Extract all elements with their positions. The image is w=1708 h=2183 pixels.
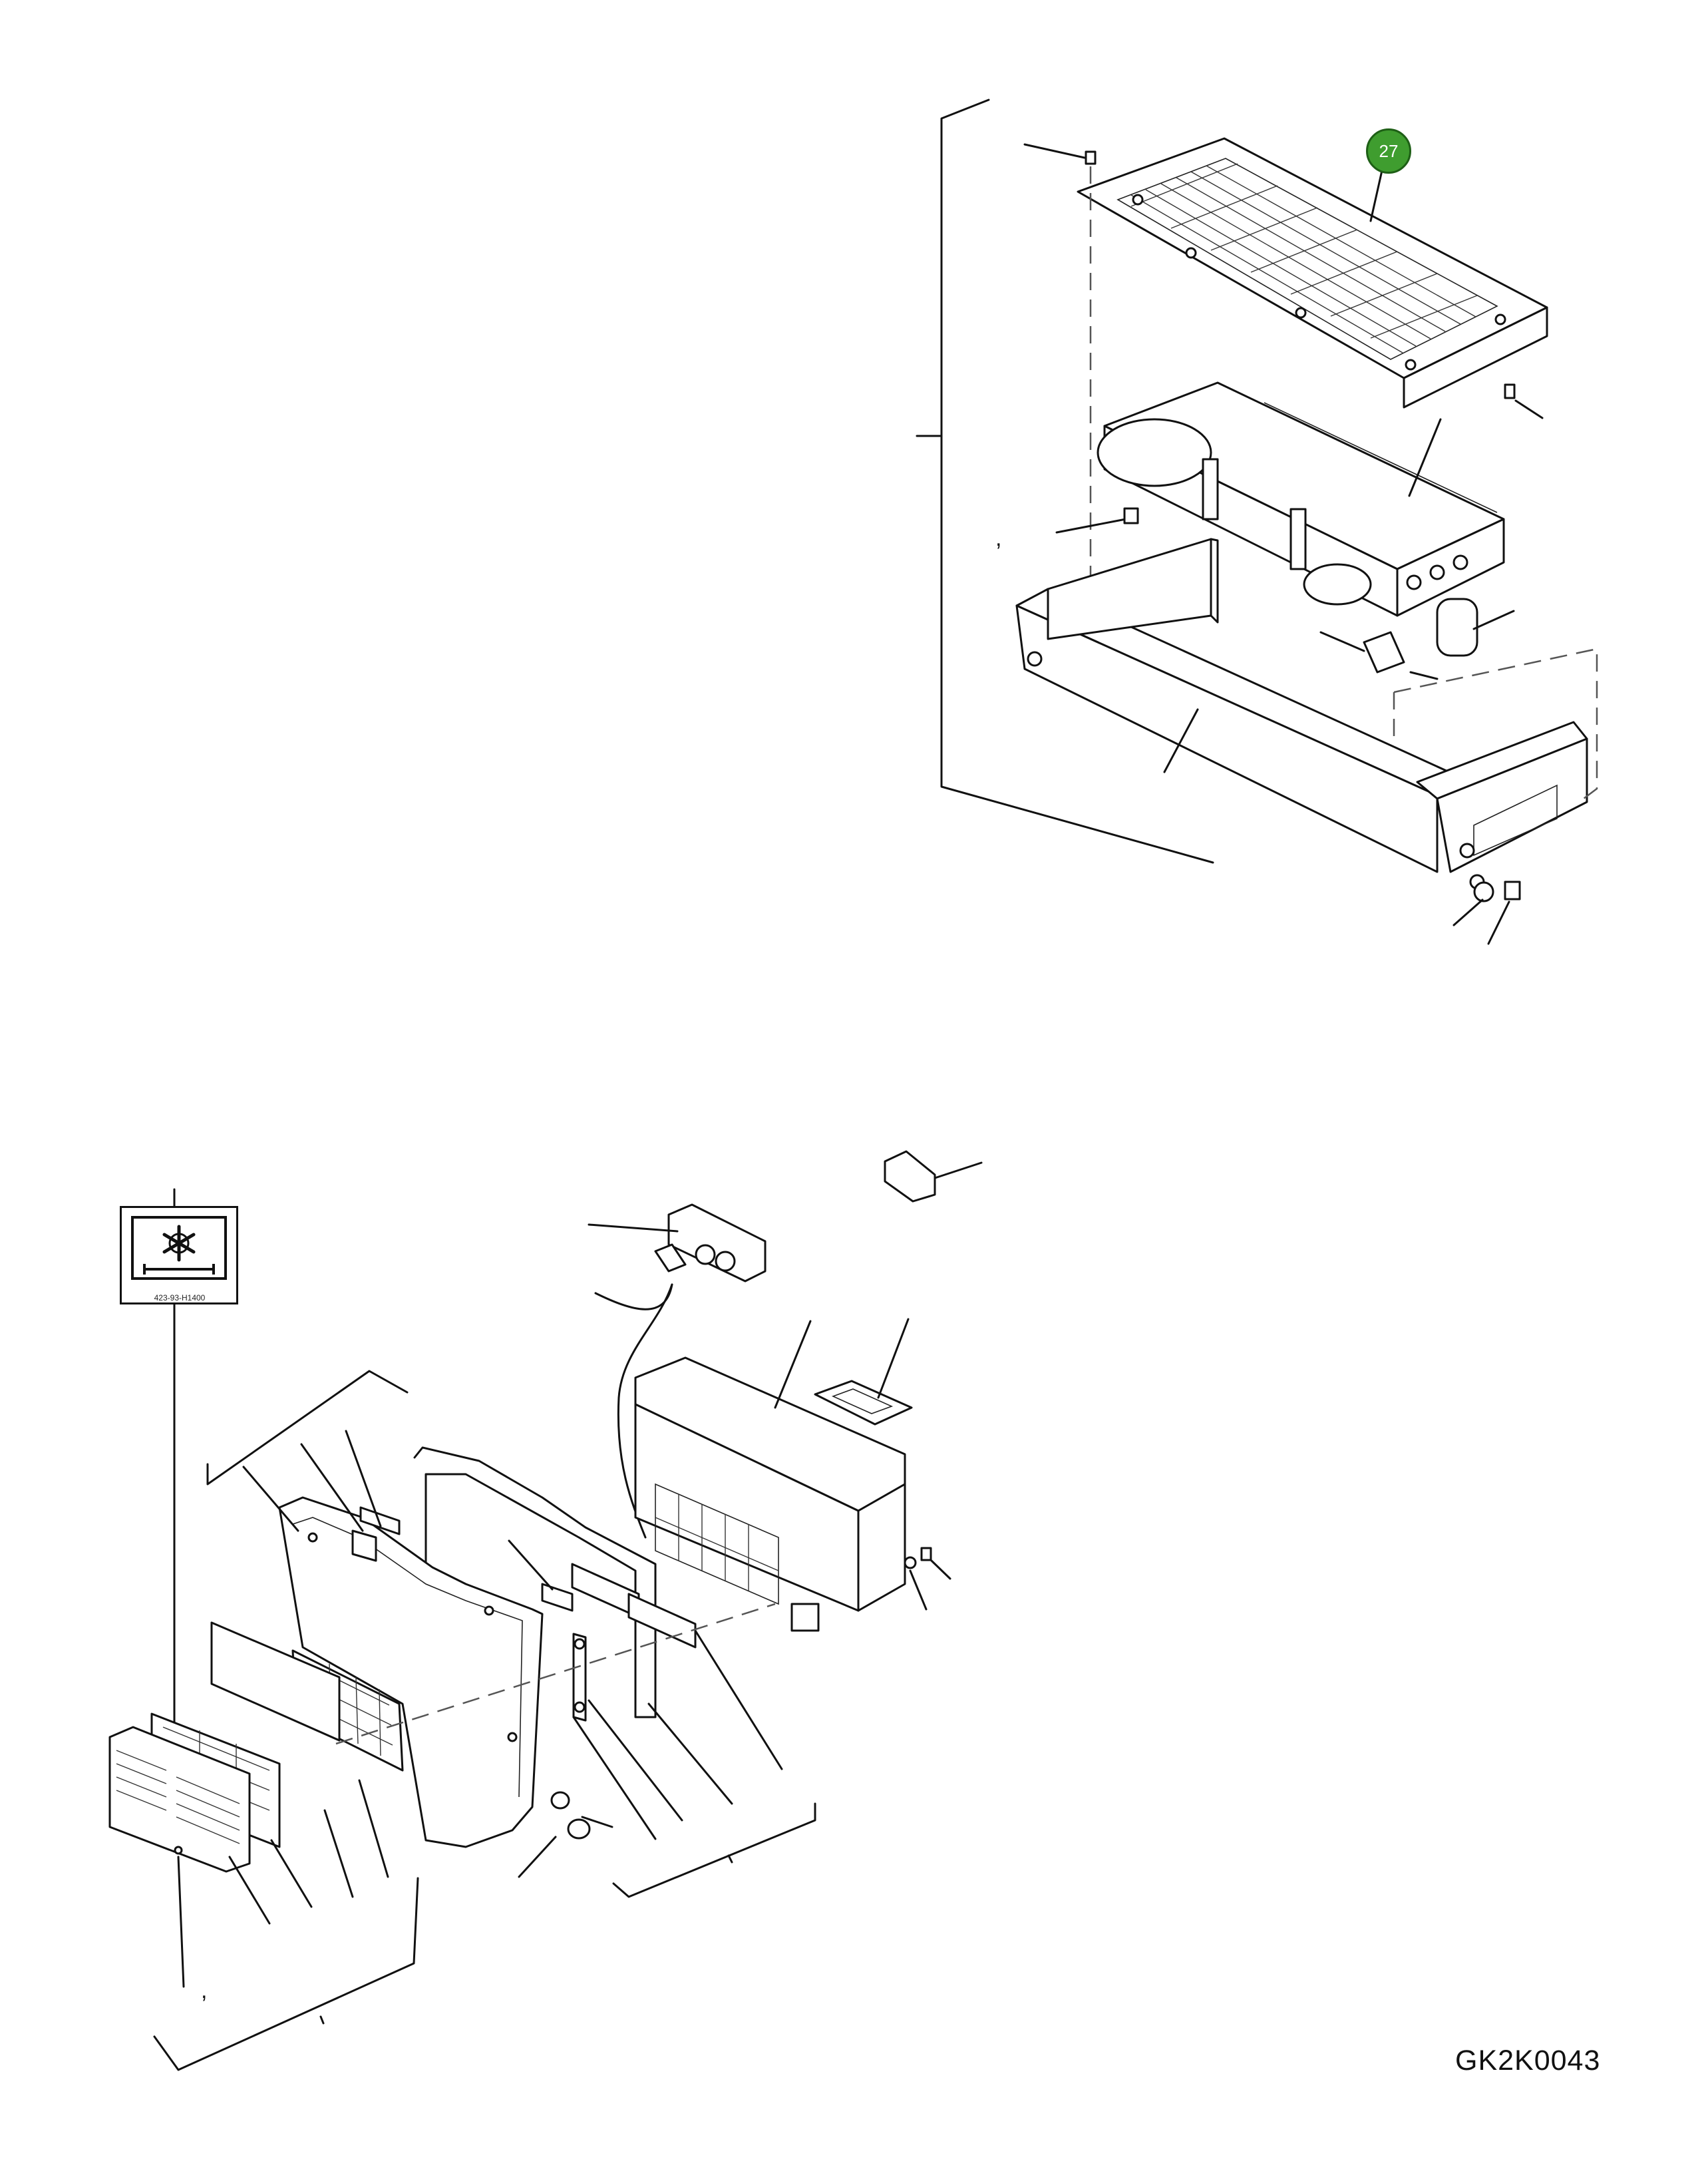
separator-mark-lower: ,	[201, 1978, 208, 2003]
evaporator-unit	[1097, 381, 1505, 657]
right-group-bracket	[612, 1802, 816, 1898]
ac-snowflake-icon	[131, 1216, 227, 1280]
heater-unit	[634, 1356, 906, 1632]
bottom-group-bracket	[153, 1877, 419, 2071]
ac-symbol-label	[120, 1206, 238, 1304]
separator-mark-upper: ,	[995, 526, 1002, 551]
upper-group-bracket	[940, 99, 1214, 864]
lower-assembly	[108, 1188, 951, 2071]
document-code: GK2K0043	[1455, 2045, 1601, 2077]
upper-assembly	[916, 99, 1598, 945]
left-group-bracket	[206, 1370, 409, 1486]
callout-number-badge[interactable]: 27	[1366, 128, 1411, 174]
base-frame	[1015, 538, 1588, 890]
relay-part	[884, 1150, 983, 1203]
symbol-code-text: 423-93-H1400	[154, 1293, 206, 1302]
grille-cover	[1077, 137, 1548, 409]
